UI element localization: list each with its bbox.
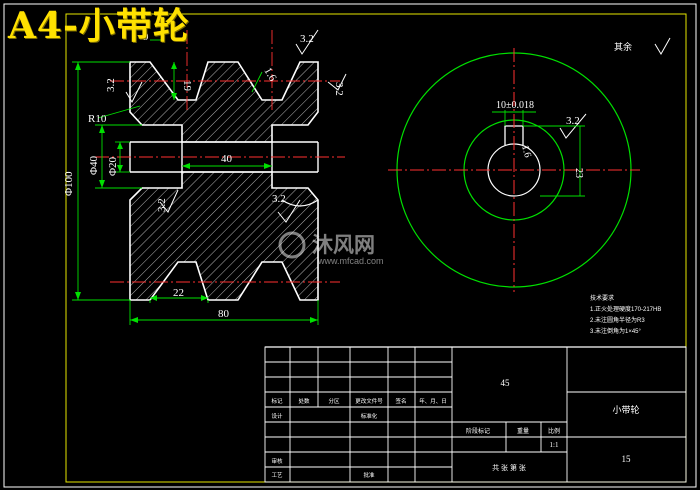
row-label: 更改文件号 bbox=[355, 397, 383, 405]
dim-radius: R10 bbox=[88, 113, 107, 125]
dim-keyway-width: 10±0.018 bbox=[496, 100, 534, 111]
outer-frame bbox=[3, 3, 697, 488]
row-label: 标记 bbox=[271, 397, 283, 405]
notes-item: 2.未注圆角半径为R3 bbox=[590, 316, 645, 324]
roughness-label: 3.2 bbox=[105, 78, 117, 92]
roughness-label: 3.2 bbox=[156, 198, 168, 212]
drawing-number: 15 bbox=[622, 454, 632, 464]
dim-outer-diameter: Φ100 bbox=[63, 171, 75, 196]
dim-hub-diameter: Φ40 bbox=[88, 155, 100, 175]
roughness-symbols bbox=[125, 29, 671, 223]
roughness-label: 3.2 bbox=[333, 82, 345, 96]
scale-value: 1:1 bbox=[550, 441, 559, 449]
weight-label: 重量 bbox=[517, 427, 529, 435]
dim-groove-top: 9 bbox=[143, 31, 149, 43]
other-roughness-icon bbox=[654, 37, 671, 55]
row-label: 年、月、日 bbox=[419, 397, 447, 405]
dim-base-width: 22 bbox=[173, 287, 184, 299]
notes-item: 1.正火处理硬度170-217HB bbox=[590, 305, 661, 313]
row-label: 签名 bbox=[395, 397, 406, 405]
roughness-label: 3.2 bbox=[272, 193, 286, 205]
standardized-label: 标准化 bbox=[361, 412, 378, 420]
watermark-logo-icon bbox=[278, 231, 306, 259]
drawing-headline: A4-小带轮 bbox=[8, 5, 190, 47]
dim-total-width: 80 bbox=[218, 308, 230, 320]
dim-keyway-depth: 1.6 bbox=[519, 144, 533, 159]
sheet-count: 共 张 第 张 bbox=[492, 463, 526, 472]
watermark-url: www.mfcad.com bbox=[317, 256, 384, 266]
dimension-arrows bbox=[75, 62, 318, 323]
watermark: 沐风网 www.mfcad.com bbox=[278, 231, 384, 266]
notes-item: 3.未注倒角为1×45° bbox=[590, 327, 642, 335]
row-label: 分区 bbox=[328, 397, 340, 405]
end-view bbox=[388, 48, 640, 292]
row-label: 处数 bbox=[298, 397, 310, 405]
dim-bore-diameter: Φ20 bbox=[107, 156, 119, 176]
stage-label: 阶段标记 bbox=[466, 427, 490, 435]
title-block bbox=[264, 346, 687, 483]
scale-label: 比例 bbox=[548, 427, 560, 435]
dim-keyway-height: 23 bbox=[573, 168, 584, 178]
section-view bbox=[95, 30, 345, 301]
reviewer-label: 审核 bbox=[271, 457, 283, 465]
designer-label: 设计 bbox=[271, 412, 283, 420]
upper-half-section bbox=[129, 61, 319, 143]
process-label: 工艺 bbox=[271, 472, 283, 479]
dim-groove-depth: 19 bbox=[181, 80, 193, 92]
notes-title: 技术要求 bbox=[590, 294, 614, 302]
material-label: 45 bbox=[501, 378, 511, 388]
other-roughness-label: 其余 bbox=[614, 41, 632, 52]
lower-half-section bbox=[129, 171, 319, 301]
roughness-label: 3.2 bbox=[300, 33, 314, 45]
approved-label: 批准 bbox=[363, 471, 375, 479]
watermark-brand: 沐风网 bbox=[312, 234, 375, 257]
roughness-label: 3.2 bbox=[566, 115, 580, 127]
dim-hub-length: 40 bbox=[221, 153, 233, 165]
part-name: 小带轮 bbox=[612, 404, 639, 415]
